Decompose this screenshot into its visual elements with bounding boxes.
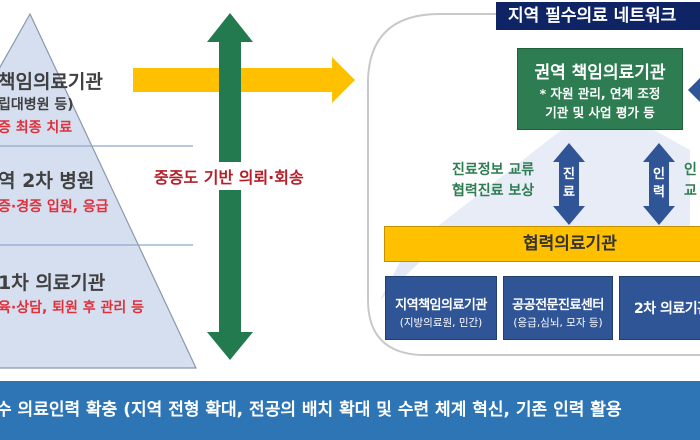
staff-label-1: 인 bbox=[684, 162, 697, 178]
institution-box-title: 지역책임의료기관 bbox=[395, 298, 487, 313]
care-arrow-char-2: 료 bbox=[563, 185, 575, 200]
institution-box-secondary: 2차 의료기관 bbox=[619, 276, 700, 340]
regional-institution-box: 권역 책임의료기관 * 자원 관리, 연계 조정 기관 및 사업 평가 등 bbox=[517, 48, 683, 130]
regional-institution-desc-2: 기관 및 사업 평가 등 bbox=[545, 105, 655, 120]
bottom-banner: 수 의료인력 확충 (지역 전형 확대, 전공의 배치 확대 및 수련 체계 혁… bbox=[0, 381, 700, 440]
arrow-right-icon bbox=[133, 57, 355, 103]
tier-1-title: 책임의료기관 bbox=[0, 71, 103, 93]
staff-arrow-char-2: 력 bbox=[653, 185, 665, 200]
arrow-up-down-icon bbox=[553, 143, 585, 225]
cooperating-institution-bar: 협력의료기관 bbox=[384, 226, 700, 262]
institution-box-regional: 지역책임의료기관 (지방의료원, 민간) bbox=[385, 276, 497, 340]
institution-box-subtitle: (지방의료원, 민간) bbox=[399, 317, 483, 329]
tier-1-subtitle: 립대병원 등) bbox=[0, 97, 74, 113]
institution-box-title: 공공전문진료센터 bbox=[512, 298, 604, 313]
tier-3-role: 육·상담, 퇴원 후 관리 등 bbox=[0, 300, 145, 316]
care-info-labels: 진료정보 교류 협력진료 보상 bbox=[452, 160, 534, 202]
staff-labels: 인 교 bbox=[684, 160, 697, 202]
tier-2-title: 역 2차 병원 bbox=[0, 170, 95, 192]
care-arrow-char-1: 진 bbox=[563, 167, 575, 182]
cooperating-institution-title: 협력의료기관 bbox=[523, 234, 617, 254]
staff-arrow-label: 인 력 bbox=[649, 166, 669, 202]
care-arrow-label: 진 료 bbox=[559, 166, 579, 202]
yellow-arrow bbox=[133, 57, 355, 103]
staff-double-arrow bbox=[643, 143, 675, 225]
regional-institution-desc-1: * 자원 관리, 연계 조정 bbox=[539, 86, 661, 101]
bottom-banner-text: 수 의료인력 확충 (지역 전형 확대, 전공의 배치 확대 및 수련 체계 혁… bbox=[0, 400, 622, 420]
pyramid-shape bbox=[0, 12, 197, 369]
left-pointer-icon bbox=[688, 78, 700, 102]
care-compensation: 협력진료 보상 bbox=[452, 183, 535, 199]
tier-1-role: 증 최종 치료 bbox=[0, 120, 73, 136]
institution-box-title: 2차 의료기관 bbox=[634, 301, 700, 317]
institution-box-public-center: 공공전문진료센터 (응급,심뇌, 모자 등) bbox=[503, 276, 613, 340]
staff-arrow-char-1: 인 bbox=[653, 167, 665, 182]
referral-label: 중증도 기반 의뢰·회송 bbox=[152, 162, 306, 190]
arrow-up-down-icon bbox=[643, 143, 675, 225]
tier-3-title: 1차 의료기관 bbox=[0, 272, 106, 294]
regional-institution-title: 권역 책임의료기관 bbox=[534, 63, 666, 83]
staff-label-2: 교 bbox=[684, 183, 697, 199]
network-background-triangle bbox=[420, 100, 690, 240]
tier-2-role: 증·경증 입원, 응급 bbox=[0, 199, 109, 215]
network-title: 지역 필수의료 네트워크 bbox=[496, 2, 700, 30]
care-double-arrow bbox=[553, 143, 585, 225]
institution-box-subtitle: (응급,심뇌, 모자 등) bbox=[513, 317, 603, 329]
pyramid-graphic bbox=[0, 12, 197, 369]
care-info-exchange: 진료정보 교류 bbox=[452, 162, 535, 178]
